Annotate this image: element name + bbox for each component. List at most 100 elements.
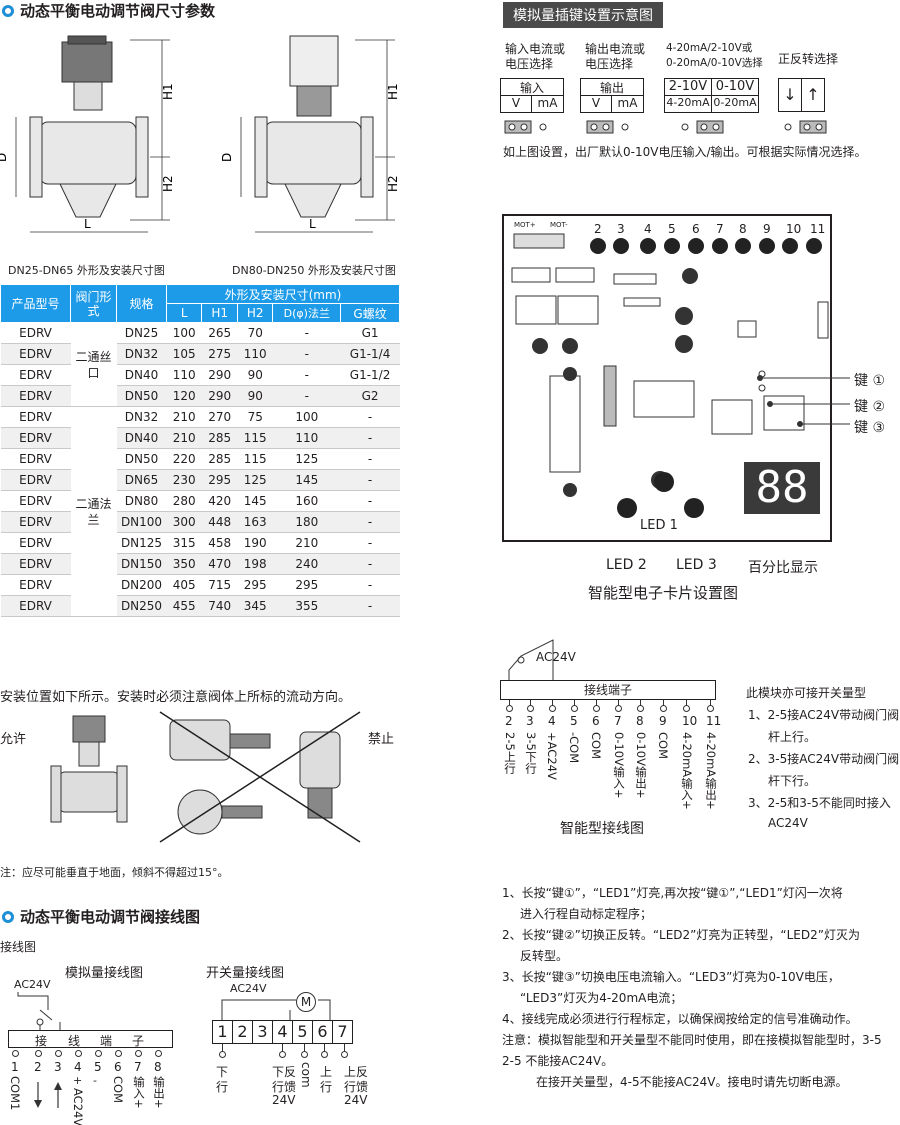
table-cell: DN40 bbox=[116, 427, 167, 449]
smart-terminal-wire bbox=[509, 700, 510, 706]
analog-terminal-block bbox=[8, 1030, 173, 1048]
table-cell: G1-1/2 bbox=[340, 364, 400, 386]
table-cell: 110 bbox=[166, 364, 202, 386]
install-allow-label: 允许 bbox=[0, 732, 27, 747]
analog-terminal-function: 输出+ bbox=[152, 1076, 166, 1109]
table-cell: 240 bbox=[272, 553, 341, 575]
table-cell: DN200 bbox=[116, 574, 167, 596]
table-cell: 295 bbox=[237, 574, 273, 596]
key3-label: 键 ③ bbox=[854, 420, 886, 436]
analog-sign-minus: - bbox=[93, 1074, 97, 1087]
smart-terminal-number: 4 bbox=[548, 714, 556, 728]
arrow-up-icon: ↑ bbox=[806, 85, 820, 104]
instruction-line: 2、长按“键②”切换正反转。“LED2”灯亮为正转型，“LED2”灯灭为 bbox=[502, 928, 860, 942]
table-cell: - bbox=[340, 574, 400, 596]
table-cell: 230 bbox=[166, 469, 202, 491]
table-cell: 295 bbox=[272, 574, 341, 596]
smart-terminal-block: 接线端子 bbox=[500, 680, 716, 700]
smart-terminal-function: 0-10V输出+ bbox=[634, 732, 648, 799]
wiring-sub-label: 接线图 bbox=[0, 940, 37, 954]
analog-block-c2: 线 bbox=[68, 1034, 81, 1048]
table-cell: 355 bbox=[272, 595, 341, 617]
smart-terminal-function: COM bbox=[656, 732, 670, 760]
smart-terminal-function: 4-20mA输出+ bbox=[704, 732, 718, 810]
table-cell: EDRV bbox=[0, 574, 71, 596]
card-terminal-number: 3 bbox=[617, 222, 625, 236]
table-cell: 285 bbox=[201, 427, 238, 449]
table-cell: 220 bbox=[166, 448, 202, 470]
led3-icon bbox=[684, 498, 704, 518]
smart-side-item: 2、3-5接AC24V带动阀门阀 bbox=[748, 752, 900, 766]
smart-terminal-wire bbox=[618, 700, 619, 706]
table-cell: 125 bbox=[237, 469, 273, 491]
smart-terminal-number: 8 bbox=[636, 714, 644, 728]
dims-section-title: 动态平衡电动调节阀尺寸参数 bbox=[2, 0, 215, 21]
table-cell: 198 bbox=[237, 553, 273, 575]
table-cell: DN100 bbox=[116, 511, 167, 533]
card-terminal-screw bbox=[590, 238, 606, 254]
analog-terminal-pin bbox=[12, 1050, 19, 1057]
th-h1: H1 bbox=[201, 303, 238, 323]
table-cell: 470 bbox=[201, 553, 238, 575]
table-cell: - bbox=[272, 385, 341, 407]
card-caption: 智能型电子卡片设置图 bbox=[588, 584, 739, 602]
analog-terminal-number: 4 bbox=[74, 1060, 82, 1074]
smart-terminal-pin bbox=[683, 705, 690, 712]
switch-terminal-pin bbox=[341, 1051, 348, 1058]
th-flange: D(φ)法兰 bbox=[272, 303, 342, 323]
jumper-label-2: 4-20mA/2-10V或 bbox=[666, 42, 753, 54]
motor-icon: M bbox=[296, 992, 316, 1012]
table-cell: G1 bbox=[340, 322, 400, 344]
led2-label: LED 2 bbox=[606, 557, 647, 573]
smart-terminal-wire bbox=[710, 700, 711, 706]
dim-l-label: L bbox=[84, 217, 91, 231]
table-cell: 295 bbox=[201, 469, 238, 491]
switch-func-com: com bbox=[299, 1062, 313, 1088]
smart-terminal-pin bbox=[593, 705, 600, 712]
smart-side-item: 杆下行。 bbox=[768, 774, 817, 788]
card-terminal-screw bbox=[640, 238, 656, 254]
switch-terminal-cell: 6 bbox=[312, 1020, 333, 1044]
table-cell: 275 bbox=[201, 343, 238, 365]
switch-terminal-wire bbox=[344, 1044, 345, 1052]
key-leader-lines bbox=[757, 375, 850, 427]
jumper-label-0: 电压选择 bbox=[505, 57, 554, 71]
table-cell: DN80 bbox=[116, 490, 167, 512]
switch-terminal-wire bbox=[304, 1044, 305, 1052]
in-v-label: V bbox=[511, 96, 521, 110]
analog-terminal-pin bbox=[75, 1050, 82, 1057]
analog-sign-plus: + bbox=[73, 1074, 83, 1087]
dim-d-label: D bbox=[0, 153, 9, 162]
table-cell: 345 bbox=[237, 595, 273, 617]
table-cell: 90 bbox=[237, 385, 273, 407]
out-v-label: V bbox=[591, 96, 601, 110]
instruction-line: “LED3”灯灭为4-20mA电流； bbox=[520, 991, 683, 1005]
display-label: 百分比显示 bbox=[748, 560, 818, 576]
smart-terminal-pin bbox=[637, 705, 644, 712]
instruction-line: 在接开关量型，4-5不能接AC24V。接电时请先切断电源。 bbox=[536, 1075, 848, 1089]
analog-block-c3: 端 bbox=[100, 1034, 113, 1048]
table-cell: EDRV bbox=[0, 595, 71, 617]
led2-icon bbox=[654, 472, 674, 492]
analog-terminal-function: AC24V bbox=[71, 1088, 85, 1125]
wiring-section-title: 动态平衡电动调节阀接线图 bbox=[2, 906, 200, 927]
table-cell: 70 bbox=[237, 322, 273, 344]
table-cell: EDRV bbox=[0, 553, 71, 575]
analog-terminal-pin bbox=[35, 1050, 42, 1057]
switch-func-down-feedback: 下反 bbox=[272, 1065, 297, 1079]
install-allowed-drawing bbox=[50, 715, 128, 823]
instruction-line: 反转型。 bbox=[520, 949, 569, 963]
out-ma-cell: mA bbox=[611, 95, 644, 113]
smart-terminal-pin bbox=[660, 705, 667, 712]
table-cell: 210 bbox=[272, 532, 341, 554]
range-2-10v: 2-10V bbox=[668, 79, 708, 94]
table-cell: DN40 bbox=[116, 364, 167, 386]
switch-ac-label: AC24V bbox=[230, 982, 267, 995]
table-cell: - bbox=[340, 553, 400, 575]
install-forbid-label: 禁止 bbox=[368, 732, 395, 747]
table-cell: EDRV bbox=[0, 469, 71, 491]
card-terminal-screw bbox=[782, 238, 798, 254]
